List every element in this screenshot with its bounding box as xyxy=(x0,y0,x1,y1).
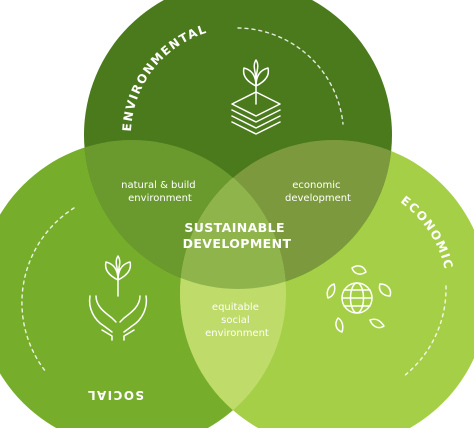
env-social-label: natural & build environment xyxy=(121,180,199,204)
center-overlap xyxy=(180,140,286,289)
social-dashed-arc xyxy=(21,207,75,373)
layered-plant-icon xyxy=(231,59,281,135)
env-economic-label: economic development xyxy=(285,180,351,204)
social-economic-label: equitable social environment xyxy=(205,302,269,339)
social-title: SOCIAL xyxy=(87,388,144,402)
globe-with-leaves-icon xyxy=(326,265,392,333)
center-label: SUSTAINABLE DEVELOPMENT xyxy=(183,220,292,251)
environmental-dashed-arc xyxy=(237,27,344,125)
economic-dashed-arc xyxy=(403,285,447,377)
hands-with-plant-icon xyxy=(88,255,148,341)
